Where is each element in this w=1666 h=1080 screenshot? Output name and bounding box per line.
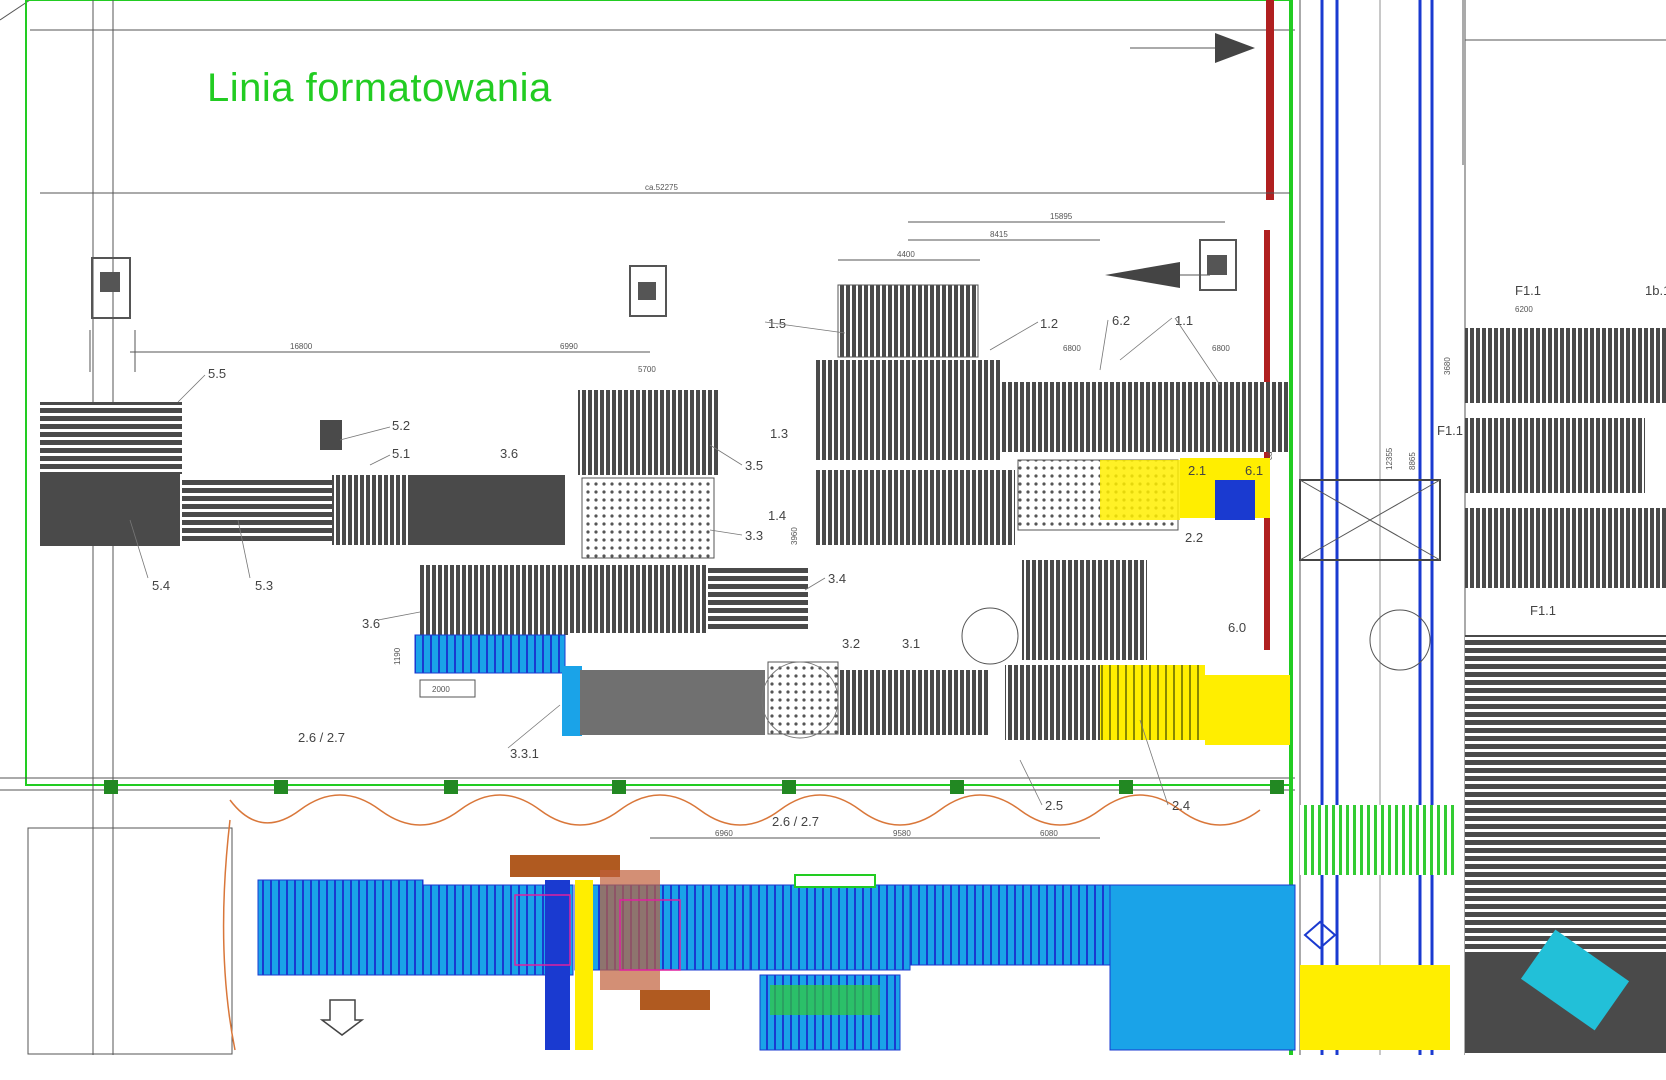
label-2-5: 2.5 xyxy=(1045,798,1063,813)
dim-1190: 1190 xyxy=(393,647,402,665)
label-1-2: 1.2 xyxy=(1040,316,1058,331)
dim-total: ca.52275 xyxy=(645,183,678,192)
item-labels: 5.5 5.2 5.1 5.4 5.3 3.6 3.6 3.5 3.3 3.4 … xyxy=(152,283,1666,829)
label-1-1: 1.1 xyxy=(1175,313,1193,328)
lower-line xyxy=(222,794,1337,1051)
label-f1-1c: F1.1 xyxy=(1530,603,1556,618)
label-6-2: 6.2 xyxy=(1112,313,1130,328)
dim-9580: 9580 xyxy=(893,829,911,838)
label-3-2: 3.2 xyxy=(842,636,860,651)
label-1-3: 1.3 xyxy=(770,426,788,441)
label-3-6a: 3.6 xyxy=(500,446,518,461)
dim-6960: 6960 xyxy=(715,829,733,838)
dimension-lines: ca.52275 15895 8415 4400 16800 6990 5700… xyxy=(40,183,1533,839)
label-2-1: 2.1 xyxy=(1188,463,1206,478)
section-5 xyxy=(40,257,565,546)
label-3-4: 3.4 xyxy=(828,571,846,586)
label-5-2: 5.2 xyxy=(392,418,410,433)
label-f1-1a: F1.1 xyxy=(1515,283,1541,298)
label-6-0: 6.0 xyxy=(1228,620,1246,635)
dim-6080: 6080 xyxy=(1040,829,1058,838)
label-5-3: 5.3 xyxy=(255,578,273,593)
label-6-1: 6.1 xyxy=(1245,463,1263,478)
label-5-5: 5.5 xyxy=(208,366,226,381)
dim-8415: 8415 xyxy=(990,230,1008,239)
dim-3680: 3680 xyxy=(1443,357,1452,375)
dim-6200: 6200 xyxy=(1515,305,1533,314)
label-3-6b: 3.6 xyxy=(362,616,380,631)
building-structure xyxy=(0,0,1666,1055)
section-f1 xyxy=(1465,328,1666,1055)
label-2-2: 2.2 xyxy=(1185,530,1203,545)
dim-2000: 2000 xyxy=(432,685,450,694)
label-3-5: 3.5 xyxy=(745,458,763,473)
label-3-3: 3.3 xyxy=(745,528,763,543)
label-2-6-2-7a: 2.6 / 2.7 xyxy=(298,730,345,745)
dim-4400: 4400 xyxy=(897,250,915,259)
label-5-4: 5.4 xyxy=(152,578,170,593)
label-3-1: 3.1 xyxy=(902,636,920,651)
dim-15895: 15895 xyxy=(1050,212,1073,221)
label-1-4: 1.4 xyxy=(768,508,786,523)
wall-red xyxy=(1266,0,1274,200)
label-f1-1b: F1.1 xyxy=(1437,423,1463,438)
label-5-1: 5.1 xyxy=(392,446,410,461)
dim-8865: 8865 xyxy=(1408,452,1417,470)
drawing-title: Linia formatowania xyxy=(207,66,552,110)
dim-6800a: 6800 xyxy=(1063,344,1081,353)
dim-3960: 3960 xyxy=(790,527,799,545)
dim-6990: 6990 xyxy=(560,342,578,351)
label-2-4: 2.4 xyxy=(1172,798,1190,813)
dim-12355: 12355 xyxy=(1385,447,1394,470)
dim-16800: 16800 xyxy=(290,342,313,351)
label-2-6-2-7b: 2.6 / 2.7 xyxy=(772,814,819,829)
section-1-2 xyxy=(815,239,1441,745)
label-3-3-1: 3.3.1 xyxy=(510,746,539,761)
dim-6800b: 6800 xyxy=(1212,344,1230,353)
section-3 xyxy=(414,265,990,739)
dim-5700: 5700 xyxy=(638,365,656,374)
down-arrow-icon xyxy=(319,999,365,1036)
label-f1-1d: 1b.1 xyxy=(1645,283,1666,298)
